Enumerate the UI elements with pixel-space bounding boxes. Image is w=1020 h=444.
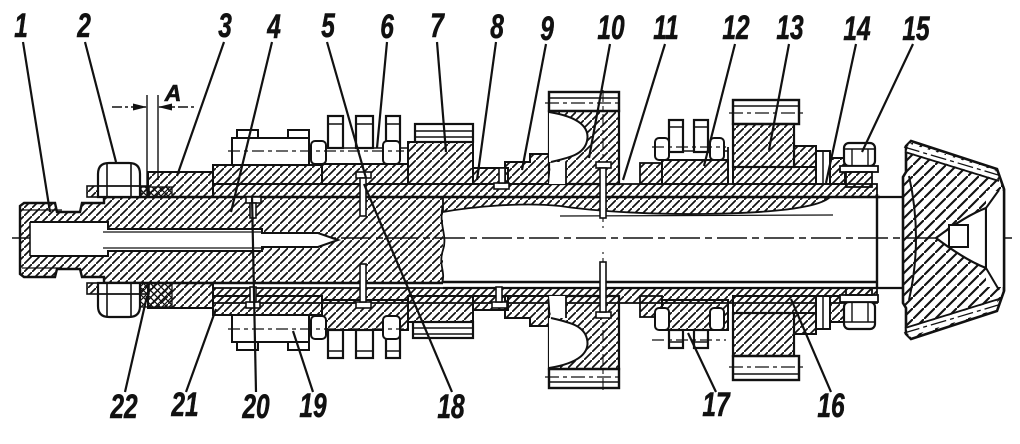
svg-text:13: 13	[776, 9, 804, 47]
svg-text:12: 12	[722, 9, 750, 47]
svg-text:5: 5	[321, 7, 335, 45]
svg-text:10: 10	[597, 9, 625, 47]
svg-text:16: 16	[817, 387, 845, 425]
svg-text:11: 11	[653, 9, 678, 47]
svg-text:21: 21	[171, 386, 199, 424]
svg-text:22: 22	[110, 388, 138, 426]
svg-text:14: 14	[843, 10, 870, 48]
svg-text:7: 7	[430, 7, 445, 45]
svg-text:9: 9	[540, 10, 554, 48]
svg-text:A: A	[164, 80, 182, 106]
svg-text:1: 1	[14, 7, 28, 45]
svg-text:2: 2	[76, 7, 91, 45]
svg-text:8: 8	[490, 8, 504, 46]
svg-text:15: 15	[902, 10, 930, 48]
svg-text:20: 20	[242, 388, 270, 426]
svg-text:3: 3	[218, 7, 232, 45]
svg-text:17: 17	[702, 386, 730, 424]
svg-text:19: 19	[299, 387, 327, 425]
svg-text:4: 4	[266, 8, 280, 46]
svg-text:18: 18	[437, 388, 465, 426]
svg-text:6: 6	[380, 8, 394, 46]
